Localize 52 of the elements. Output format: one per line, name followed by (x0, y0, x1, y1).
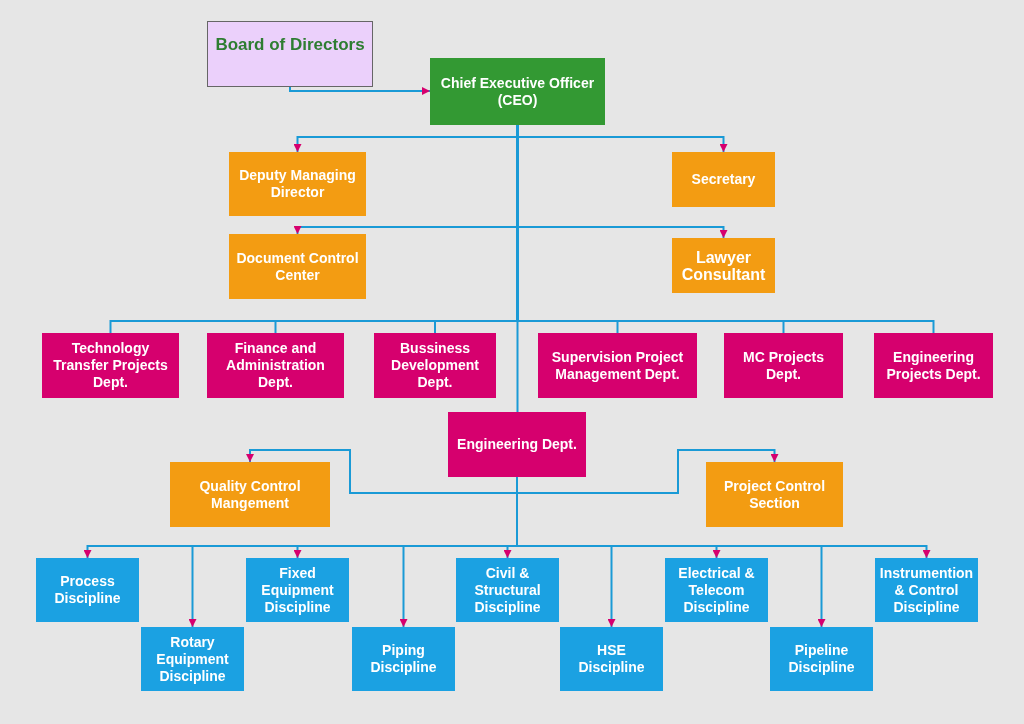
office-box (672, 238, 775, 293)
arrow (246, 449, 518, 494)
node-label: Supervision Project Management Dept. (550, 348, 685, 383)
department-box (874, 333, 993, 398)
office-box (229, 152, 366, 216)
arrow (289, 86, 431, 95)
node-label: Civil & Structural Discipline (473, 564, 542, 616)
node-label: Lawyer Consultant (680, 248, 767, 283)
discipline-box (246, 558, 349, 622)
node-label: Chief Executive Officer (CEO) (439, 74, 596, 109)
office-box (672, 152, 775, 207)
discipline-box (770, 627, 873, 691)
node-label: Electrical & Telecom Discipline (677, 564, 756, 616)
department-box (448, 412, 586, 477)
discipline-box (560, 627, 663, 691)
node-label: Engineering Projects Dept. (885, 348, 982, 383)
department-box (374, 333, 496, 398)
node-label: HSE Discipline (577, 642, 646, 676)
node-label: Technology Transfer Projects Dept. (52, 340, 169, 391)
discipline-box (352, 627, 455, 691)
department-box (724, 333, 843, 398)
discipline-box (141, 627, 244, 691)
discipline-box (456, 558, 559, 622)
discipline-box (36, 558, 139, 622)
department-box (538, 333, 697, 398)
node-label: Secretary (691, 171, 756, 188)
node-label: MC Projects Dept. (742, 348, 825, 383)
department-box (207, 333, 344, 398)
office-box (229, 234, 366, 299)
node-label: Bussiness Development Dept. (390, 340, 480, 391)
node-label: Pipeline Discipline (787, 642, 856, 676)
connector-line (516, 124, 519, 413)
department-box (42, 333, 179, 398)
node-label: Instrumention & Control Discipline (879, 564, 974, 616)
node-label: Engineering Dept. (457, 436, 577, 453)
node-label: Deputy Managing Director (238, 167, 357, 201)
discipline-box (875, 558, 978, 622)
office-box (170, 462, 330, 527)
node-label: Finance and Administration Dept. (225, 340, 326, 391)
node-label: Piping Discipline (369, 642, 438, 676)
node-label: Project Control Section (722, 477, 827, 512)
node-label: Process Discipline (53, 573, 122, 607)
node-label: Quality Control Mangement (198, 477, 302, 512)
discipline-box (665, 558, 768, 622)
node-label: Board of Directors (215, 36, 365, 53)
office-box (706, 462, 843, 527)
node-label: Rotary Equipment Discipline (155, 633, 230, 685)
arrow (516, 449, 779, 494)
node-label: Fixed Equipment Discipline (260, 564, 335, 616)
board-box (207, 21, 373, 87)
node-label: Document Control Center (235, 249, 360, 284)
executive-box (430, 58, 605, 125)
